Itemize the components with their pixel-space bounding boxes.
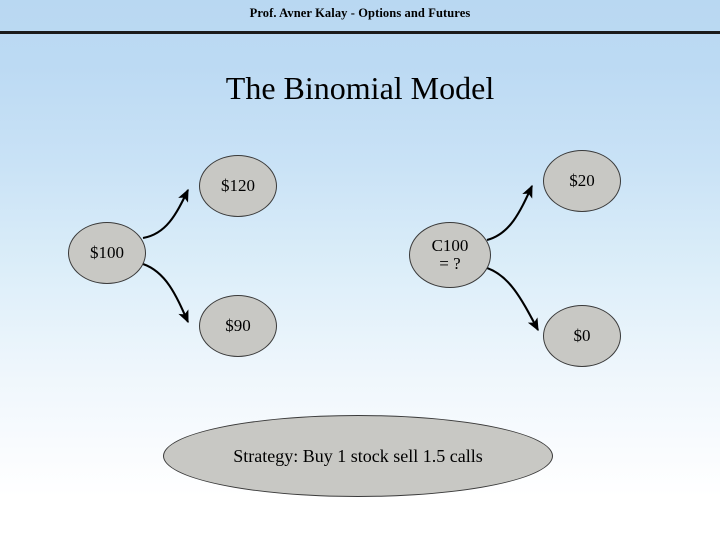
strategy-callout: Strategy: Buy 1 stock sell 1.5 calls	[163, 415, 553, 497]
node-stock-down-label: $90	[225, 316, 251, 336]
node-call-down: $0	[543, 305, 621, 367]
node-call-down-label: $0	[573, 326, 591, 346]
node-stock-up-label: $120	[221, 176, 255, 196]
node-call-value-label: C100 = ?	[431, 236, 469, 273]
node-call-up-label: $20	[569, 171, 595, 191]
page-title: The Binomial Model	[225, 70, 495, 106]
node-call-up: $20	[543, 150, 621, 212]
node-stock-start: $100	[68, 222, 146, 284]
node-stock-start-label: $100	[90, 243, 124, 263]
node-call-value: C100 = ?	[409, 222, 491, 288]
strategy-label: Strategy: Buy 1 stock sell 1.5 calls	[233, 445, 483, 466]
node-stock-down: $90	[199, 295, 277, 357]
header-divider	[0, 31, 720, 34]
slide-header-text: Prof. Avner Kalay - Options and Futures	[249, 6, 471, 20]
node-stock-up: $120	[199, 155, 277, 217]
